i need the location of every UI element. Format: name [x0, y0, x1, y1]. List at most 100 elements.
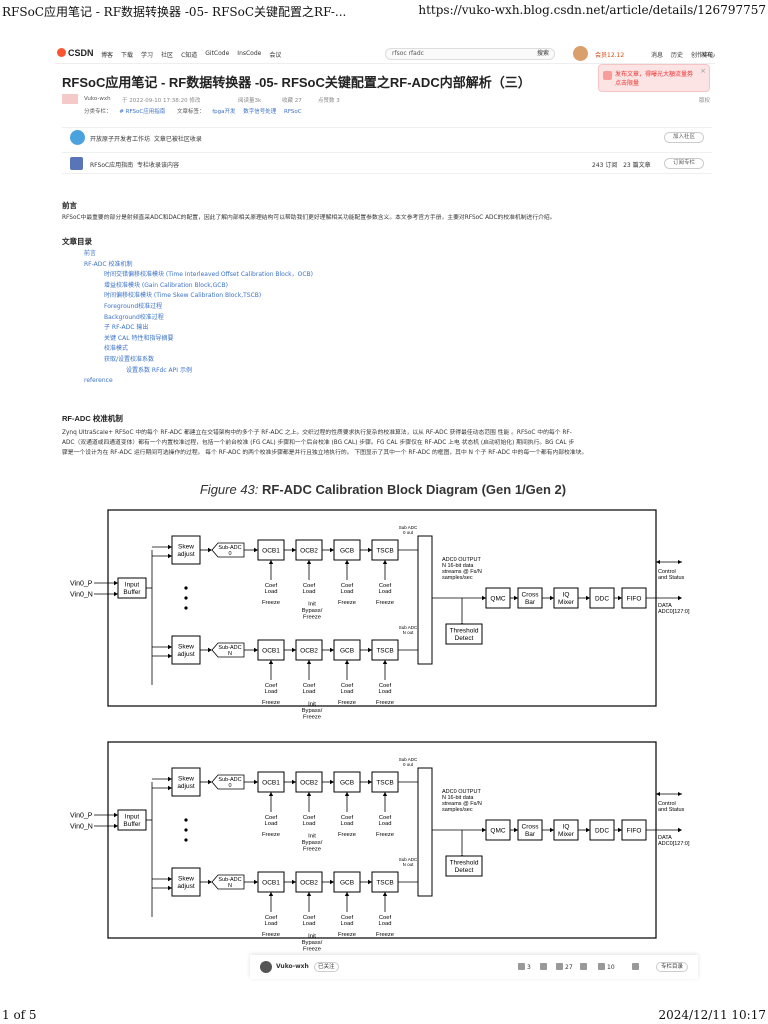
category-line: 分类专栏： # RFSoC应用指南 文章标签： fpga开发 数字信号处理 RF…	[84, 107, 302, 115]
nav-link-blog[interactable]: 博客	[101, 52, 114, 59]
nav-link-history[interactable]: 历史	[671, 52, 684, 59]
search-input[interactable]: rfsoc rfadc	[385, 48, 555, 60]
diagram-frame	[107, 509, 657, 707]
author-avatar[interactable]	[260, 961, 272, 973]
ellipsis-dot	[184, 596, 188, 600]
bottom-skew-in-1-head	[168, 644, 172, 650]
nav-link-gitcode[interactable]: GitCode	[205, 50, 230, 57]
nav-link-creator-center[interactable]: 创作中心	[691, 52, 716, 59]
close-icon[interactable]: ×	[700, 67, 706, 75]
reward-button[interactable]	[580, 963, 589, 971]
top-freeze-label-gcb: Freeze	[338, 600, 356, 606]
dsp-arrow-head	[618, 595, 622, 601]
toc-item[interactable]: 设置系数 RFdc API 示例	[126, 366, 192, 374]
bottom-freeze-label-tscb: Freeze	[376, 932, 394, 938]
promo-banner[interactable]: 发布文章，得曝光大額流量券 点击限量 ×	[598, 64, 710, 92]
toc-item[interactable]: 时间交错偏移校准模块 (Time Interleaved Offset Cali…	[104, 271, 313, 279]
column-info: RFSoC应用指南 专栏收录该内容	[90, 160, 179, 169]
toc-item[interactable]: Foreground校准过程	[104, 302, 163, 310]
nav-link-inscode[interactable]: InsCode	[237, 50, 262, 57]
toc-item[interactable]: 前言	[84, 250, 97, 257]
share-icon	[632, 963, 639, 970]
nav-link-cknow[interactable]: C知道	[181, 52, 198, 59]
tag-fpga[interactable]: fpga开发	[212, 109, 236, 115]
category-tag[interactable]: # RFSoC应用指南	[119, 109, 166, 115]
ellipsis-dot	[184, 818, 188, 822]
top-freeze-label-tscb: Freeze	[376, 600, 394, 606]
top-cal-block-tscb-label: TSCB	[376, 547, 393, 554]
community-name[interactable]: 开放原子开发者工作坊	[90, 136, 151, 143]
toc-item[interactable]: 关键 CAL 特性和指导摘要	[104, 334, 174, 342]
dsp-arrow-head	[550, 595, 554, 601]
csdn-logo[interactable]: CSDN	[57, 48, 94, 58]
dsp-block-label: QMC	[490, 595, 505, 602]
user-avatar[interactable]	[573, 46, 588, 61]
toc-item[interactable]: 增益校准模块 (Gain Calibration Block,GCB)	[104, 281, 228, 289]
like-count[interactable]: 点赞数 3	[318, 98, 340, 104]
bottom-ctrl-arrow-2-head	[344, 892, 350, 896]
top-cal-block-ocb2-label: OCB2	[300, 779, 318, 786]
top-skew-in-2-head	[168, 553, 172, 559]
ellipsis-dot	[184, 606, 188, 610]
top-cal-block-gcb-label: GCB	[340, 547, 354, 554]
toc-item[interactable]: 获取/设置校准系数	[104, 355, 155, 363]
bottom-skew-out-head	[208, 879, 212, 885]
toc-item[interactable]: 时间偏移校准模块 (Time Skew Calibration Block,TS…	[104, 292, 262, 300]
vip-link[interactable]: 会员12.12	[595, 52, 625, 59]
top-cal-block-ocb2-label: OCB2	[300, 547, 318, 554]
column-toc-button[interactable]: 专栏目录	[655, 962, 688, 972]
data-out-arrow-head	[678, 827, 682, 833]
community-desc: 文章已被社区收录	[153, 136, 202, 143]
like-button[interactable]: 3	[518, 963, 531, 971]
subscribe-column-button[interactable]: 订阅专栏	[664, 158, 704, 169]
top-freeze-label-ocb1: Freeze	[262, 832, 280, 838]
nav-link-learn[interactable]: 学习	[141, 52, 154, 59]
author-name[interactable]: Vuko-wxh	[84, 96, 111, 102]
nav-link-community[interactable]: 社区	[161, 52, 174, 59]
bottom-author-name[interactable]: Vuko-wxh	[276, 963, 309, 970]
toc-item[interactable]: RF-ADC 校准机制	[84, 260, 133, 268]
input-pos-label: Vin0_P	[70, 812, 93, 819]
nav-link-messages[interactable]: 消息	[651, 52, 664, 59]
bottom-cal-block-gcb-label: GCB	[340, 647, 354, 654]
dislike-button[interactable]	[540, 963, 549, 971]
bottom-cal-block-ocb1-label: OCB1	[262, 647, 280, 654]
follow-button[interactable]: 已关注	[314, 962, 339, 972]
toc-item[interactable]: Background校准过程	[104, 313, 164, 321]
favorite-button[interactable]: 27	[556, 963, 573, 971]
toc-item[interactable]: reference	[84, 377, 113, 385]
author-logo[interactable]	[62, 94, 78, 104]
top-sub-adc-out-head	[254, 547, 258, 553]
column-name[interactable]: RFSoC应用指南	[90, 162, 134, 169]
tag-dsp[interactable]: 数字信号处理	[243, 109, 277, 115]
search-button[interactable]: 搜索	[537, 50, 550, 57]
toc-item[interactable]: 校准模式	[104, 345, 129, 353]
top-cal-arrow-2-head	[368, 547, 372, 553]
top-ctrl-arrow-1-head	[306, 792, 312, 796]
column-card: RFSoC应用指南 专栏收录该内容 243 订阅 23 篇文章 订阅专栏	[62, 152, 712, 174]
share-button[interactable]	[632, 963, 641, 971]
nav-links: 博客 下载 学习 社区 C知道 GitCode InsCode 会议	[101, 50, 281, 59]
nav-link-download[interactable]: 下载	[121, 52, 134, 59]
nav-link-meeting[interactable]: 会议	[269, 52, 282, 59]
diagram-frame	[107, 741, 657, 939]
publish-button[interactable]: 发布	[700, 52, 713, 59]
preface-heading: 前言	[62, 201, 77, 210]
tag-rfsoc[interactable]: RFSoC	[284, 109, 302, 115]
favorite-count[interactable]: 收藏 27	[282, 98, 302, 104]
control-status-head-left	[656, 560, 660, 564]
control-status-head-right	[678, 792, 682, 796]
toc-item[interactable]: 子 RF-ADC 输出	[104, 324, 149, 332]
comment-button[interactable]: 10	[598, 963, 615, 971]
join-community-button[interactable]: 加入社区	[664, 132, 704, 143]
input-neg-label: Vin0_N	[70, 591, 93, 598]
